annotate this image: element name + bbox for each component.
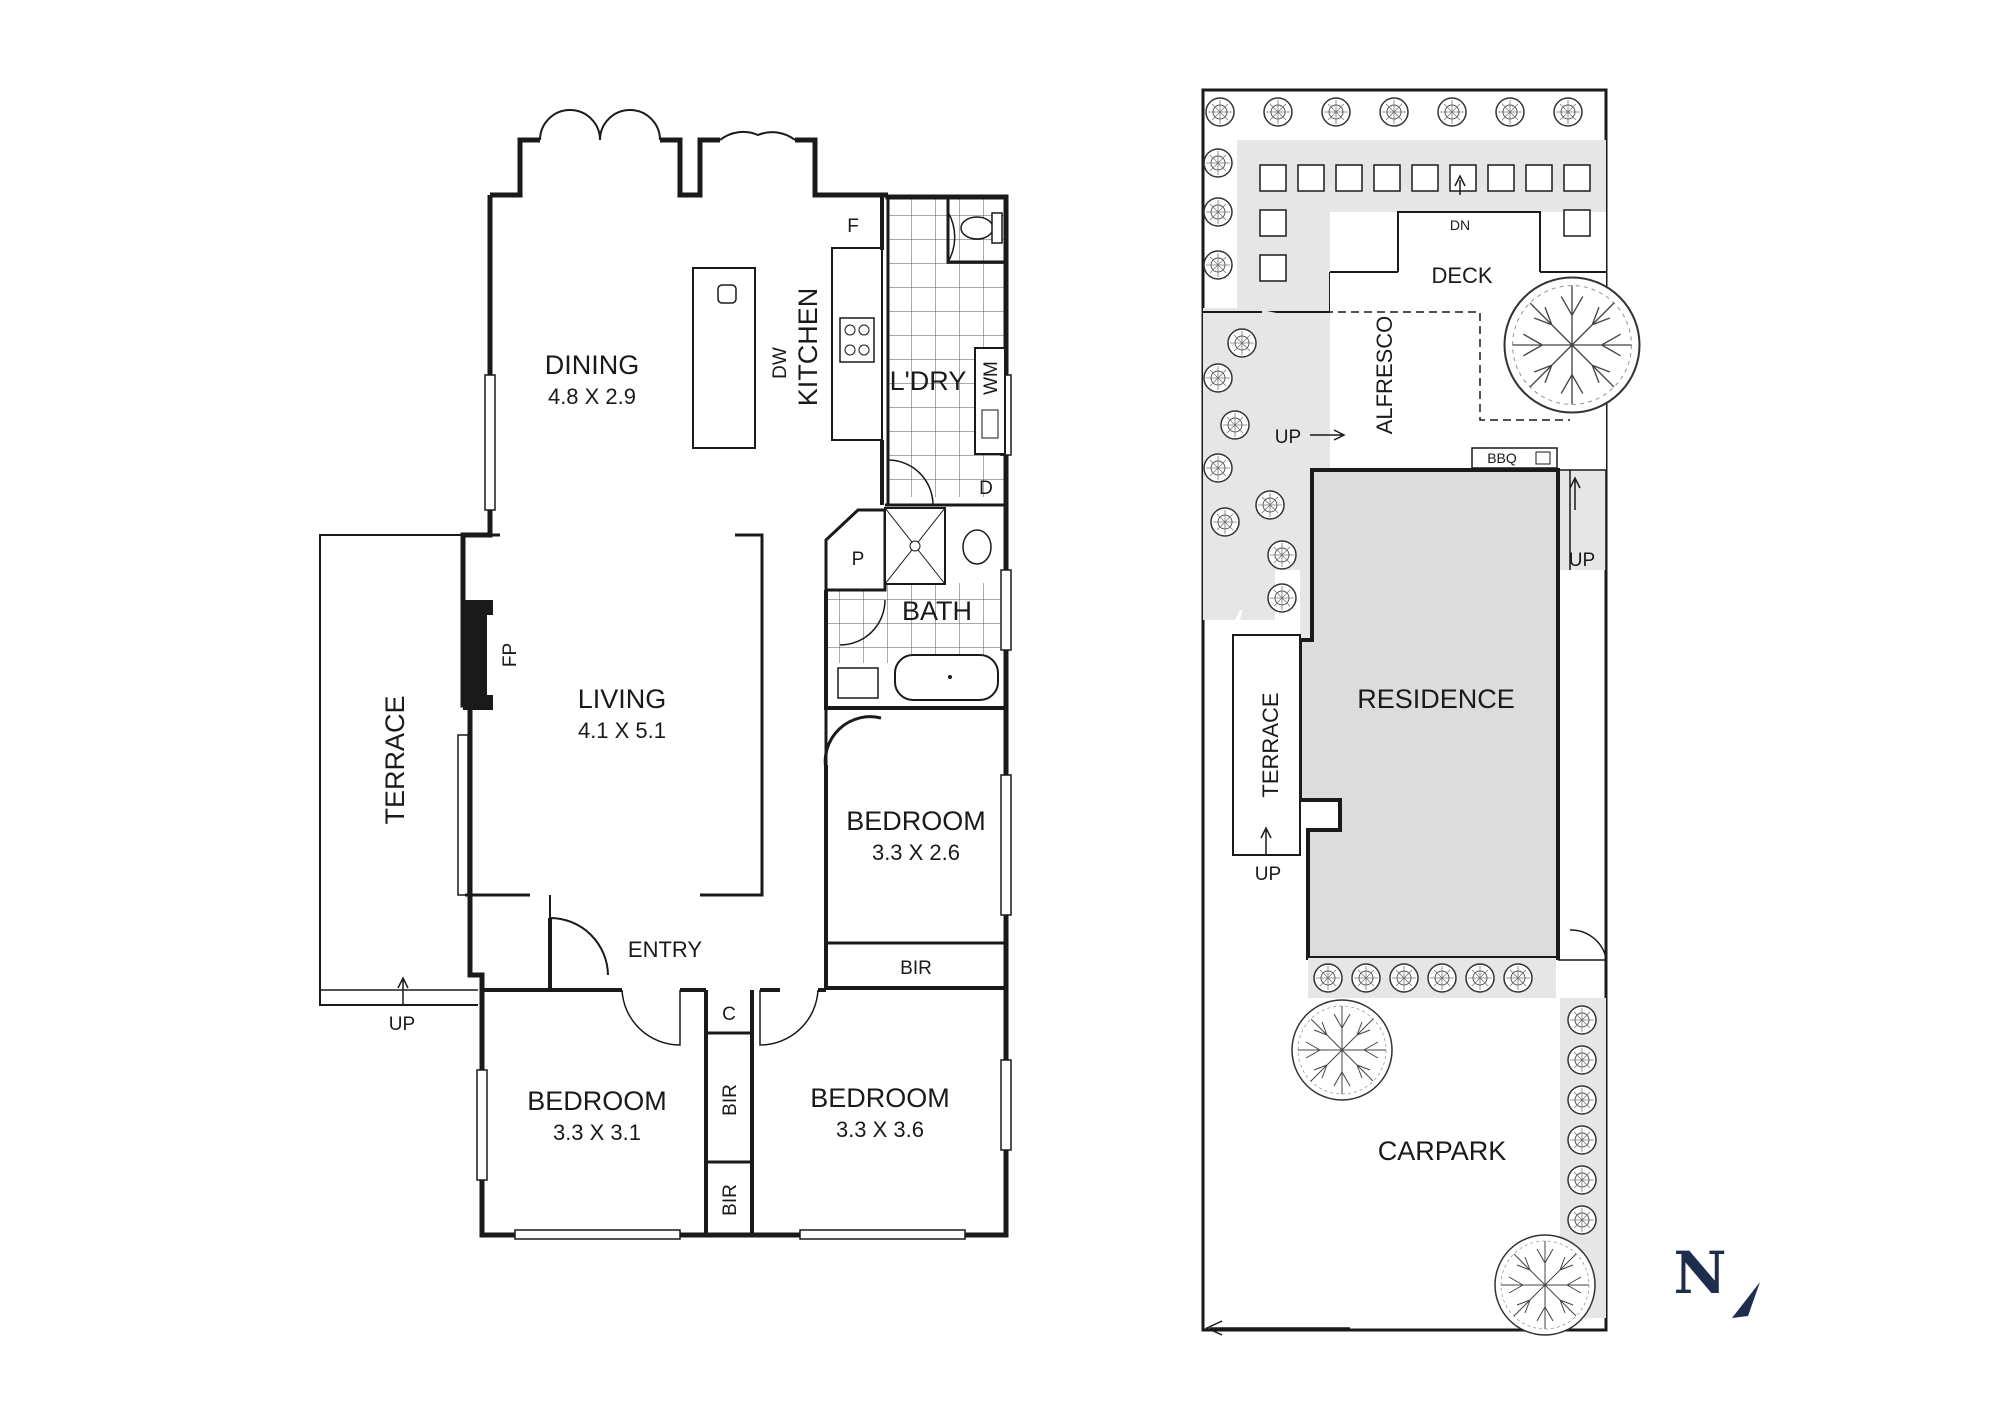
room-size-bedroom-se: 3.3 X 3.6 xyxy=(836,1117,924,1142)
window-bedroom-east xyxy=(1000,774,1012,916)
french-door-2 xyxy=(719,130,796,141)
north-wall xyxy=(490,137,888,198)
fixture-dryer: D xyxy=(979,478,993,499)
room-label-dining: DINING xyxy=(545,350,640,380)
room-label-bath: BATH xyxy=(902,596,972,626)
window-bedroom-sw-west xyxy=(476,1069,488,1181)
toilet xyxy=(960,216,994,240)
site-label-up-east: UP xyxy=(1569,550,1595,571)
alfresco-outline xyxy=(1325,311,1570,421)
north-arrow-icon xyxy=(1732,1282,1760,1318)
window-bath xyxy=(1000,569,1012,651)
site-label-up-terrace: UP xyxy=(1255,864,1281,885)
site-label-up-alfresco: UP xyxy=(1275,427,1301,448)
room-label-kitchen: KITCHEN xyxy=(793,288,823,407)
room-label-bedroom-se: BEDROOM xyxy=(810,1083,950,1113)
north-compass: N xyxy=(1673,1239,1760,1318)
tree-carpark-north xyxy=(1291,999,1393,1101)
room-label-terrace: TERRACE xyxy=(380,695,410,824)
site-label-carpark: CARPARK xyxy=(1378,1136,1507,1166)
window-south-1 xyxy=(514,1229,681,1240)
room-size-bedroom-sw: 3.3 X 3.1 xyxy=(553,1120,641,1145)
residence-block xyxy=(1298,468,1560,960)
fixture-bir-1: BIR xyxy=(720,1084,741,1116)
north-letter: N xyxy=(1673,1239,1726,1307)
room-size-living: 4.1 X 5.1 xyxy=(578,718,666,743)
site-label-deck: DECK xyxy=(1431,263,1492,288)
room-label-entry: ENTRY xyxy=(628,937,702,962)
tree-carpark-south xyxy=(1494,1234,1596,1336)
cooktop xyxy=(839,317,875,363)
fixture-washing-machine: WM xyxy=(981,361,1002,395)
room-size-dining: 4.8 X 2.9 xyxy=(548,384,636,409)
exit-arrow xyxy=(1205,1320,1350,1336)
window-bedroom-se-east xyxy=(1000,1059,1012,1151)
site-label-alfresco: ALFRESCO xyxy=(1372,316,1397,435)
fixture-fireplace: FP xyxy=(500,643,521,667)
site-label-terrace: TERRACE xyxy=(1258,692,1283,797)
deck-steps xyxy=(1259,164,1591,282)
room-label-living: LIVING xyxy=(578,684,667,714)
window-dining xyxy=(484,374,496,511)
room-label-bedroom-east: BEDROOM xyxy=(846,806,986,836)
site-label-down: DN xyxy=(1450,217,1470,233)
bath-tiles xyxy=(826,583,1006,663)
up-label-terrace: UP xyxy=(389,1014,415,1035)
room-label-bedroom-sw: BEDROOM xyxy=(527,1086,667,1116)
fixture-fridge: F xyxy=(847,216,859,237)
fixture-cupboard: C xyxy=(722,1004,736,1025)
bath-vanity xyxy=(837,667,879,699)
fixture-bir-2: BIR xyxy=(720,1184,741,1216)
fixture-dishwasher: DW xyxy=(770,347,791,379)
floor-plan: DINING 4.8 X 2.9 KITCHEN DW F L'DRY WM D… xyxy=(319,109,1012,1240)
bathtub xyxy=(894,654,999,701)
room-label-laundry: L'DRY xyxy=(890,366,967,396)
french-door-1 xyxy=(539,109,661,141)
basin xyxy=(962,529,992,565)
fixture-pantry: P xyxy=(852,549,865,570)
window-living xyxy=(457,734,469,896)
site-plan: DN DECK ALFRESCO UP BBQ UP RESIDENCE TER… xyxy=(1201,88,1641,1336)
terrace-outline xyxy=(319,534,478,1006)
site-label-residence: RESIDENCE xyxy=(1357,684,1515,714)
site-label-bbq: BBQ xyxy=(1487,450,1517,466)
outer-wall xyxy=(460,194,1009,1238)
tree-deck xyxy=(1503,276,1641,414)
window-south-2 xyxy=(799,1229,966,1240)
fixture-bir-east: BIR xyxy=(900,958,932,979)
room-size-bedroom-east: 3.3 X 2.6 xyxy=(872,840,960,865)
